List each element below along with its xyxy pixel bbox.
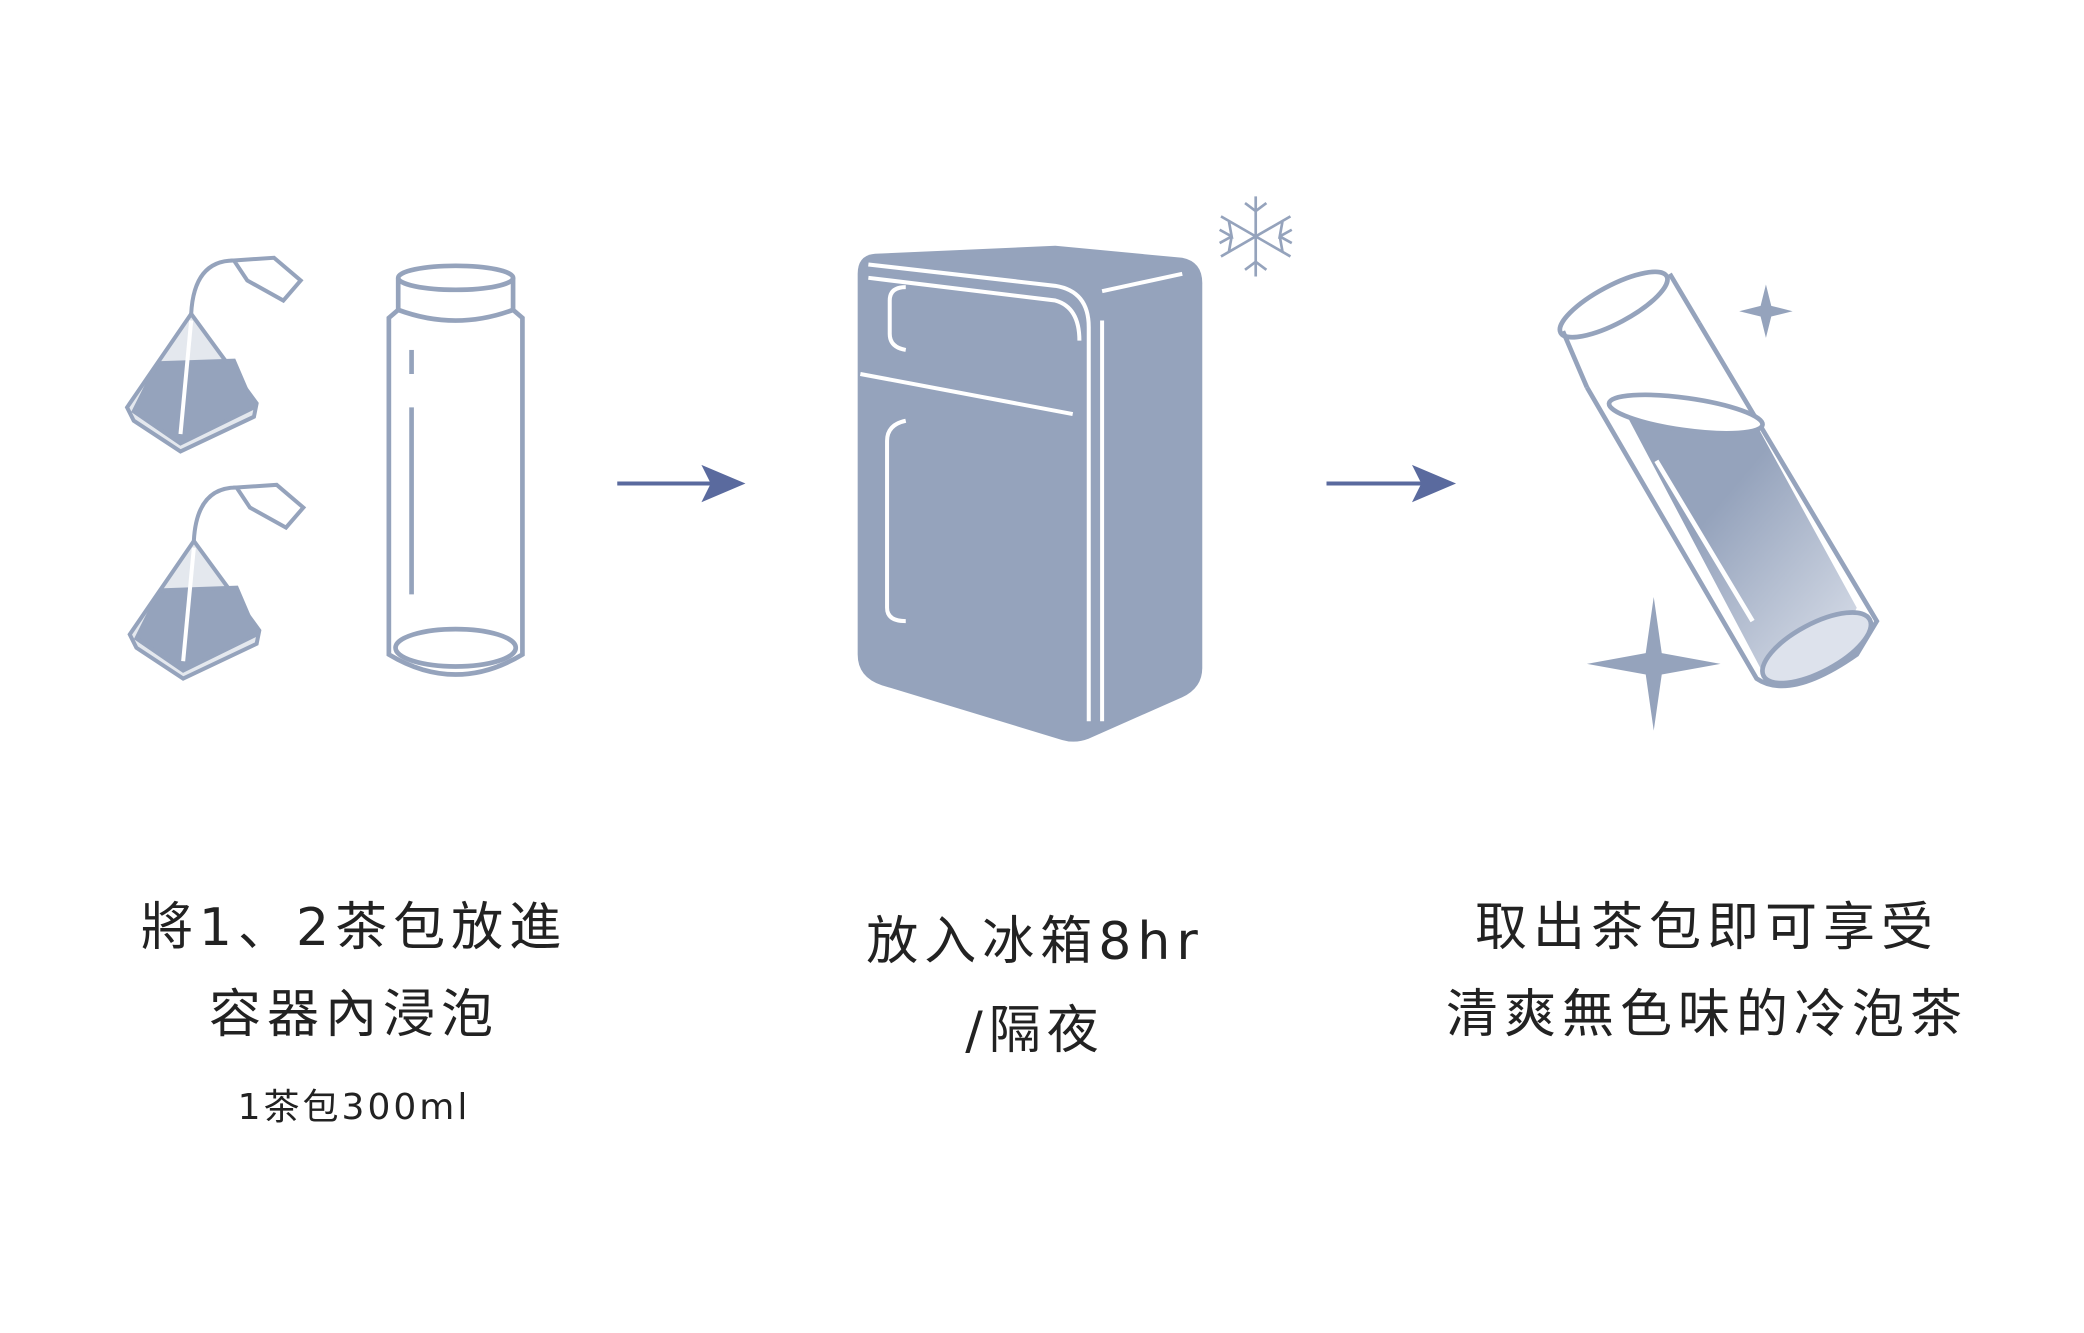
refrigerator-icon xyxy=(857,245,1203,742)
bottle-icon xyxy=(386,263,525,677)
step1-note: 1茶包300ml xyxy=(237,1087,471,1128)
step2-caption-line1: 放入冰箱8hr xyxy=(866,912,1204,972)
snowflake-icon xyxy=(1218,196,1293,277)
step3-caption-line1: 取出茶包即可享受 xyxy=(1474,898,1939,958)
step1-caption-line1: 將1、2茶包放進 xyxy=(140,898,568,958)
step1-caption-line2: 容器內浸泡 xyxy=(208,985,499,1045)
step3-caption-line2: 清爽無色味的冷泡茶 xyxy=(1445,985,1968,1045)
sparkle-icon xyxy=(1586,597,1721,731)
poured-bottle-icon xyxy=(1557,269,1880,689)
tea-bag-icon xyxy=(124,255,304,454)
step2-caption-line2: /隔夜 xyxy=(965,1001,1105,1061)
arrow-right-icon xyxy=(1326,464,1457,503)
sparkle-icon xyxy=(1739,284,1793,338)
arrow-right-icon xyxy=(617,464,746,503)
tea-bag-icon xyxy=(127,482,307,681)
